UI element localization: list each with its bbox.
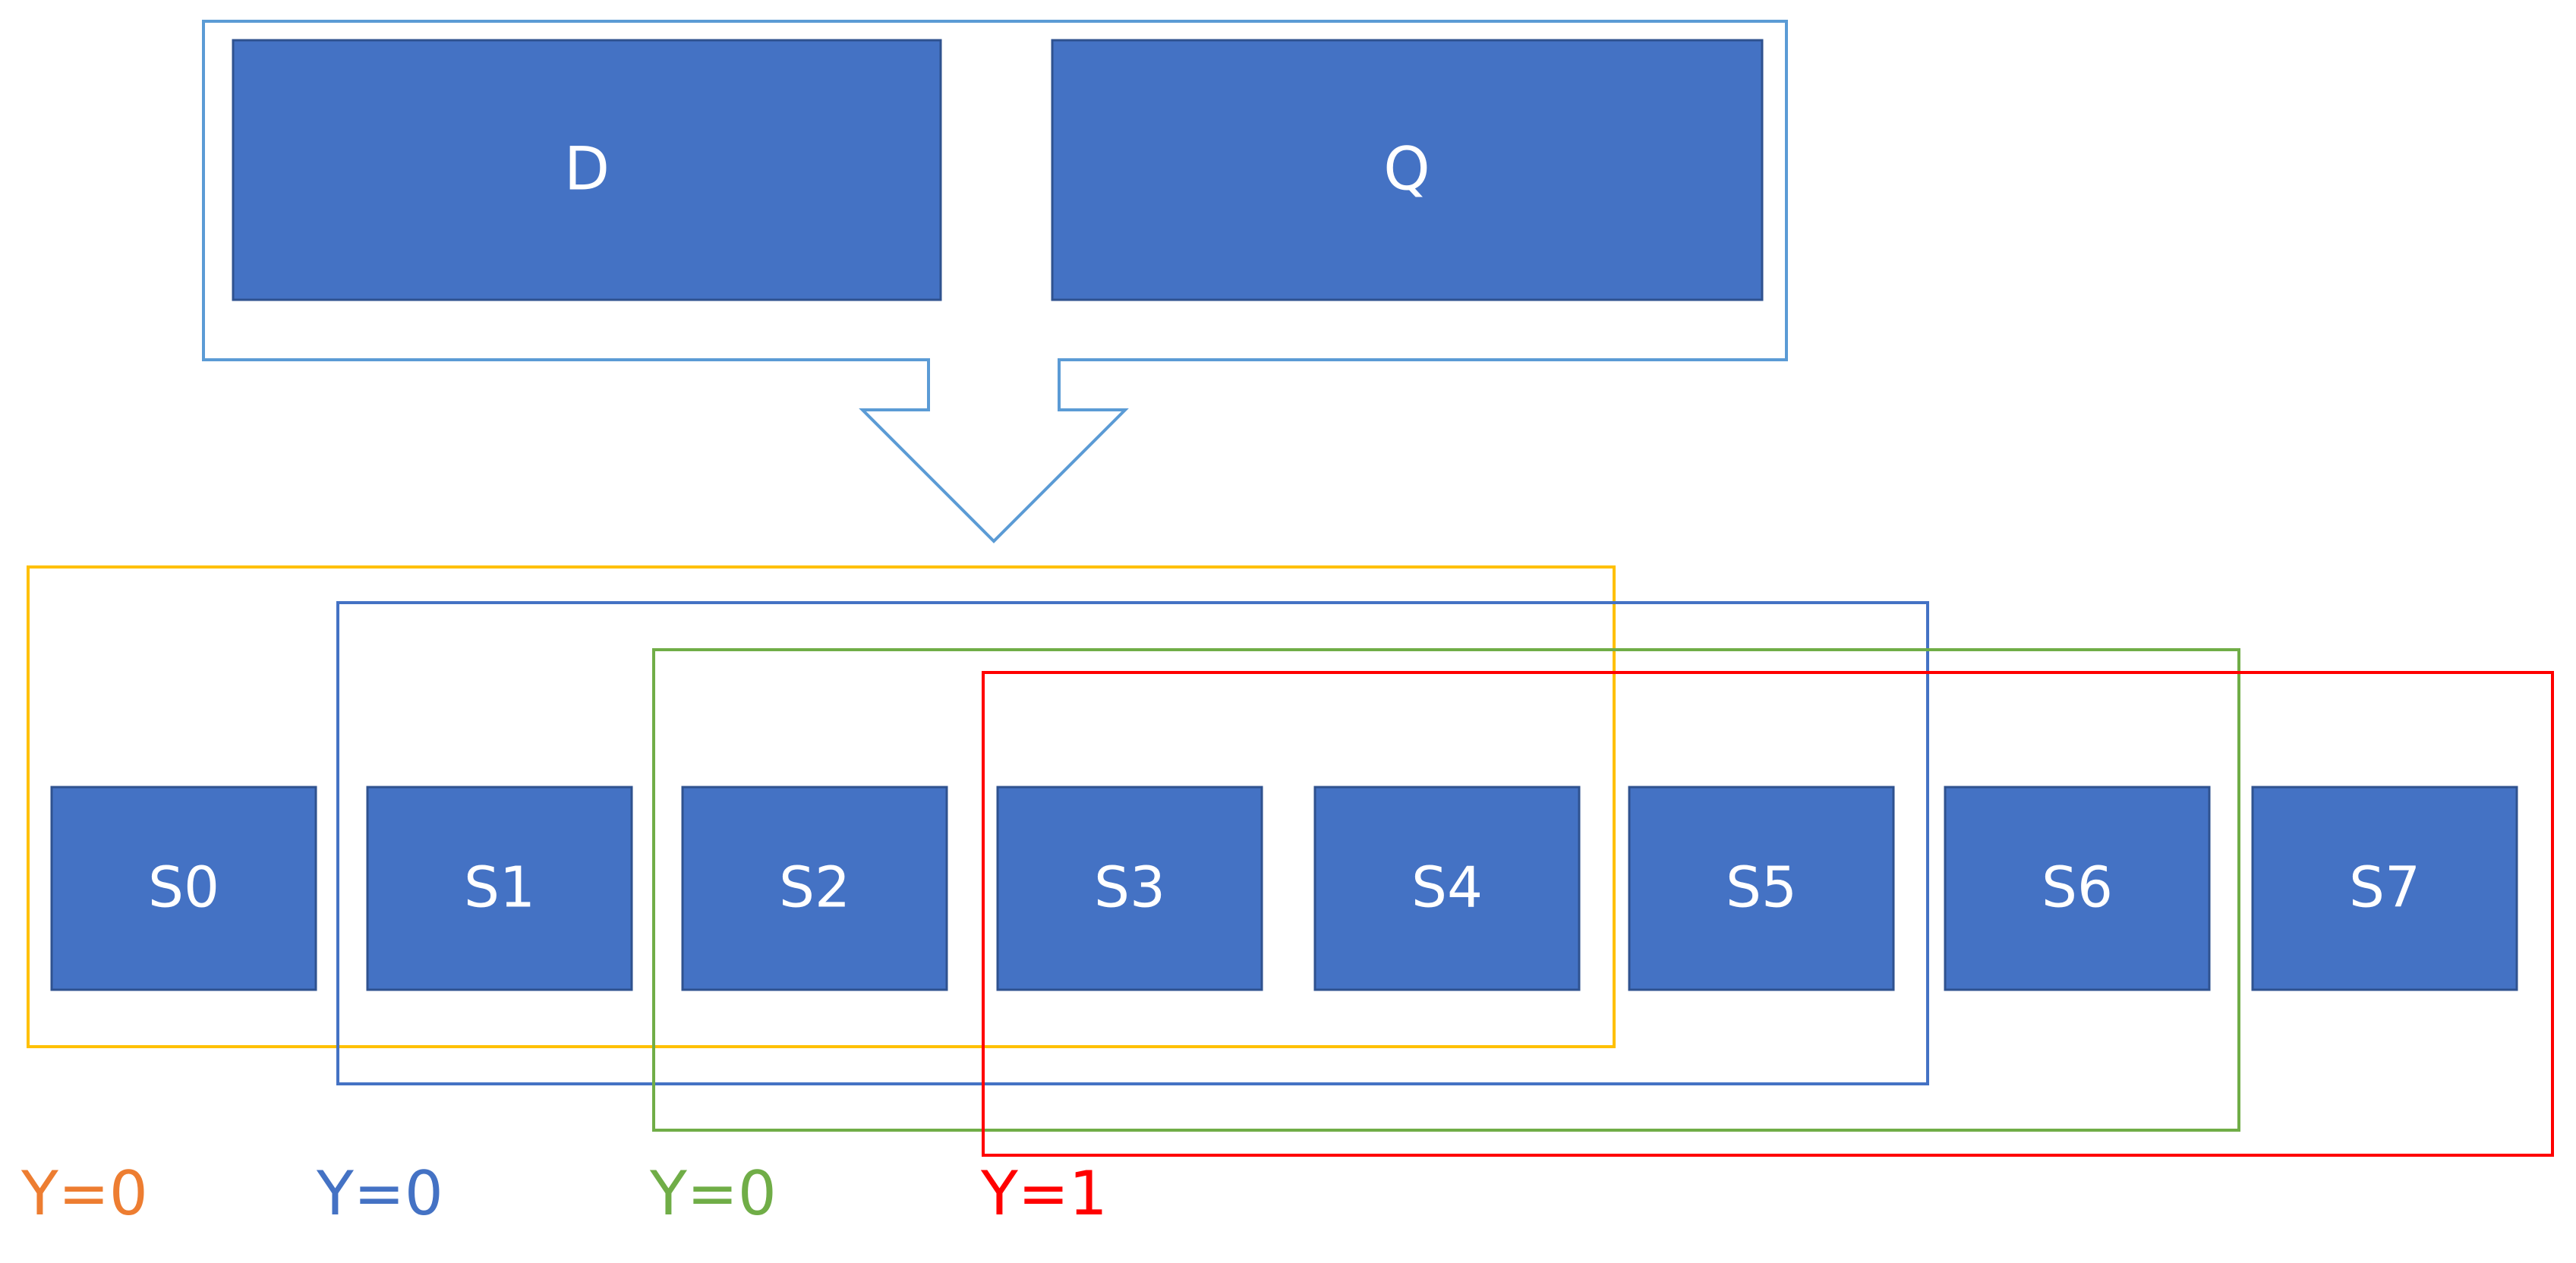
segment-label-s4: S4 (1411, 855, 1483, 921)
segment-box-s5: S5 (1628, 786, 1895, 991)
segment-box-s1: S1 (366, 786, 633, 991)
window-label-red: Y=1 (980, 1158, 1108, 1229)
window-label-blue: Y=0 (316, 1158, 443, 1229)
segment-label-s2: S2 (779, 855, 850, 921)
segment-box-s2: S2 (681, 786, 948, 991)
segment-label-s1: S1 (464, 855, 535, 921)
segment-box-s4: S4 (1313, 786, 1581, 991)
segment-label-s5: S5 (1726, 855, 1797, 921)
segment-box-s0: S0 (50, 786, 317, 991)
window-outline-green (652, 648, 2240, 1132)
window-label-yellow: Y=0 (20, 1158, 148, 1229)
segment-box-s6: S6 (1944, 786, 2211, 991)
segment-box-s7: S7 (2251, 786, 2518, 991)
callout-arrow-container (202, 20, 1788, 543)
input-label-q: Q (1383, 135, 1430, 203)
window-outline-blue (336, 601, 1929, 1085)
segment-label-s3: S3 (1094, 855, 1165, 921)
segment-box-s3: S3 (996, 786, 1263, 991)
segment-label-s7: S7 (2349, 855, 2420, 921)
input-box-q: Q (1051, 39, 1764, 301)
window-outline-red (982, 671, 2554, 1157)
segment-label-s0: S0 (148, 855, 219, 921)
input-label-d: D (564, 135, 610, 203)
segment-label-s6: S6 (2042, 855, 2113, 921)
window-label-green: Y=0 (649, 1158, 777, 1229)
window-outline-yellow (27, 565, 1616, 1048)
input-box-d: D (232, 39, 942, 301)
